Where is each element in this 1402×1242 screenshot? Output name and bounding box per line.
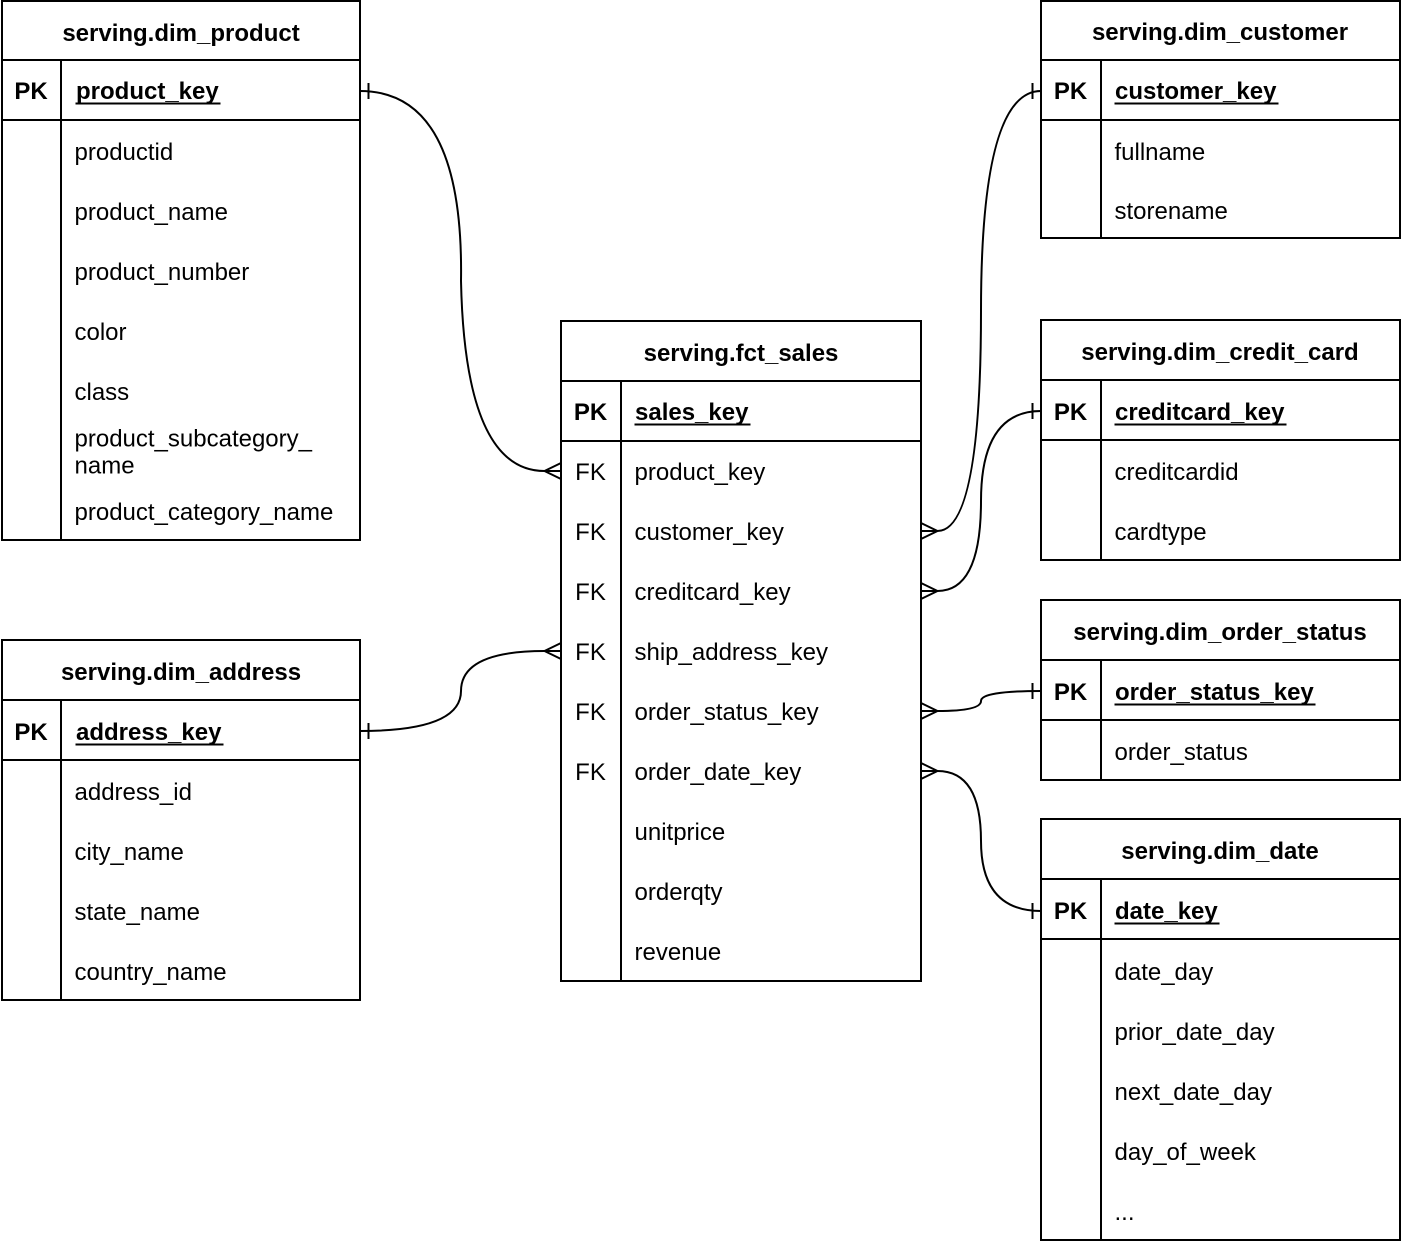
svg-text:FK: FK [575, 519, 606, 546]
svg-text:date_key: date_key [1115, 898, 1218, 925]
svg-text:FK: FK [575, 759, 606, 786]
svg-text:PK: PK [1054, 679, 1088, 706]
svg-text:city_name: city_name [75, 839, 184, 866]
svg-text:productid: productid [75, 139, 174, 166]
svg-text:class: class [75, 379, 130, 406]
svg-text:product_name: product_name [75, 199, 228, 226]
svg-text:revenue: revenue [635, 939, 722, 966]
svg-text:storename: storename [1115, 198, 1228, 225]
svg-text:order_status_key: order_status_key [1115, 679, 1314, 706]
svg-text:unitprice: unitprice [635, 819, 726, 846]
svg-text:address_key: address_key [76, 719, 222, 746]
svg-text:serving.dim_address: serving.dim_address [61, 659, 301, 686]
svg-text:PK: PK [1054, 898, 1088, 925]
svg-text:FK: FK [575, 639, 606, 666]
svg-text:product_key: product_key [76, 78, 219, 105]
svg-text:FK: FK [575, 459, 606, 486]
svg-text:product_category_name: product_category_name [75, 499, 334, 526]
svg-text:next_date_day: next_date_day [1115, 1079, 1272, 1106]
svg-text:customer_key: customer_key [635, 519, 784, 546]
svg-text:serving.fct_sales: serving.fct_sales [644, 340, 839, 367]
svg-text:date_day: date_day [1115, 959, 1214, 986]
svg-text:creditcard_key: creditcard_key [635, 579, 791, 606]
svg-text:PK: PK [14, 719, 48, 746]
svg-text:PK: PK [574, 399, 608, 426]
svg-text:order_status_key: order_status_key [635, 699, 819, 726]
svg-text:...: ... [1115, 1199, 1135, 1226]
svg-text:serving.dim_product: serving.dim_product [62, 20, 299, 47]
svg-text:name: name [75, 453, 135, 480]
svg-text:ship_address_key: ship_address_key [635, 639, 828, 666]
svg-text:serving.dim_customer: serving.dim_customer [1092, 19, 1348, 46]
svg-text:cardtype: cardtype [1115, 519, 1207, 546]
svg-text:PK: PK [1054, 399, 1088, 426]
svg-text:country_name: country_name [75, 959, 227, 986]
svg-text:product_key: product_key [635, 459, 766, 486]
svg-text:product_number: product_number [75, 259, 250, 286]
svg-text:PK: PK [14, 78, 48, 105]
svg-text:FK: FK [575, 699, 606, 726]
svg-text:PK: PK [1054, 78, 1088, 105]
svg-text:product_subcategory_: product_subcategory_ [75, 426, 313, 453]
svg-text:serving.dim_order_status: serving.dim_order_status [1073, 619, 1366, 646]
svg-text:order_date_key: order_date_key [635, 759, 802, 786]
svg-text:color: color [75, 319, 127, 346]
svg-text:orderqty: orderqty [635, 879, 723, 906]
svg-text:creditcardid: creditcardid [1115, 459, 1239, 486]
svg-text:FK: FK [575, 579, 606, 606]
svg-text:order_status: order_status [1115, 739, 1248, 766]
svg-text:day_of_week: day_of_week [1115, 1139, 1257, 1166]
svg-text:sales_key: sales_key [635, 399, 749, 426]
svg-text:state_name: state_name [75, 899, 200, 926]
svg-text:customer_key: customer_key [1115, 78, 1277, 105]
svg-text:prior_date_day: prior_date_day [1115, 1019, 1275, 1046]
svg-text:serving.dim_date: serving.dim_date [1121, 838, 1318, 865]
svg-text:address_id: address_id [75, 779, 192, 806]
svg-text:creditcard_key: creditcard_key [1115, 399, 1285, 426]
svg-text:serving.dim_credit_card: serving.dim_credit_card [1081, 339, 1358, 366]
svg-text:fullname: fullname [1115, 139, 1206, 166]
